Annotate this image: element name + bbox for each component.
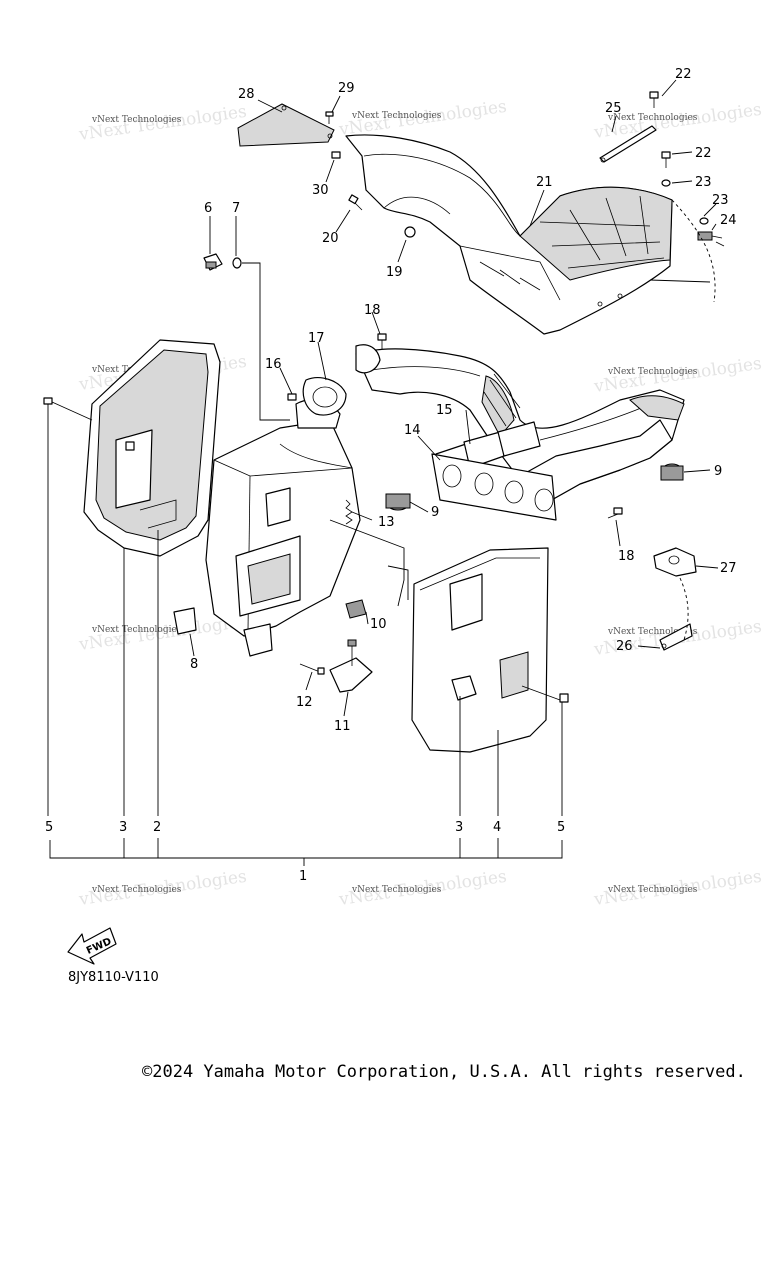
callout-11: 11 bbox=[334, 719, 351, 734]
callout-14: 14 bbox=[404, 423, 421, 438]
part-7-gasket bbox=[232, 257, 242, 269]
part-15-exhaust-pipe bbox=[355, 344, 685, 503]
part-12-bolt bbox=[299, 663, 325, 675]
part-6-plug bbox=[203, 253, 223, 271]
part-14-gasket bbox=[431, 453, 557, 521]
callout-9: 9 bbox=[431, 505, 439, 520]
watermark: vNext Technologies vNext Technologies bbox=[77, 867, 248, 910]
guide-line bbox=[649, 279, 711, 283]
part-28-heat-shield bbox=[237, 103, 335, 147]
svg-text:vNext Technologies: vNext Technologies bbox=[351, 111, 442, 121]
guide-line bbox=[329, 519, 405, 607]
part-25-stay bbox=[599, 125, 657, 163]
callout-28: 28 bbox=[238, 87, 255, 102]
guide-line bbox=[679, 577, 689, 641]
callout-7: 7 bbox=[232, 201, 240, 216]
part-17-gasket bbox=[302, 377, 347, 416]
guide-line bbox=[387, 565, 409, 600]
svg-text:vNext Technologies: vNext Technologies bbox=[607, 627, 698, 637]
callout-18: 18 bbox=[618, 549, 635, 564]
part-4-muffler-cover bbox=[411, 547, 549, 753]
callout-5: 5 bbox=[45, 820, 53, 835]
svg-text:vNext Technologies: vNext Technologies bbox=[91, 885, 182, 895]
svg-text:vNext Technologies: vNext Technologies bbox=[351, 885, 442, 895]
callout-21: 21 bbox=[536, 175, 553, 190]
part-16-bolt bbox=[287, 393, 297, 401]
part-21-exhaust-cover bbox=[345, 134, 673, 335]
callout-19: 19 bbox=[386, 265, 403, 280]
watermark: vNext Technologies vNext Technologies bbox=[337, 97, 508, 140]
part-20-bolt bbox=[348, 194, 363, 211]
callout-16: 16 bbox=[265, 357, 282, 372]
callout-6: 6 bbox=[204, 201, 212, 216]
callout-3: 3 bbox=[455, 820, 463, 835]
part-5-bolt bbox=[521, 685, 569, 703]
callout-3: 3 bbox=[119, 820, 127, 835]
callout-4: 4 bbox=[493, 820, 501, 835]
callout-20: 20 bbox=[322, 231, 339, 246]
callout-1: 1 bbox=[299, 869, 307, 884]
watermark: vNext Technologies vNext Technologies bbox=[337, 867, 508, 910]
callout-10: 10 bbox=[370, 617, 387, 632]
part-9-damper bbox=[385, 493, 411, 511]
part-22-bolt bbox=[661, 151, 671, 168]
watermark: vNext Technologies vNext Technologies bbox=[77, 102, 248, 145]
callout-15: 15 bbox=[436, 403, 453, 418]
leader-lines bbox=[47, 79, 719, 866]
callout-17: 17 bbox=[308, 331, 325, 346]
part-11-bracket bbox=[329, 639, 373, 693]
callout-24: 24 bbox=[720, 213, 737, 228]
part-19-nut bbox=[404, 226, 416, 238]
part-8-clamp bbox=[173, 607, 197, 635]
callout-12: 12 bbox=[296, 695, 313, 710]
callout-labels: 22 25 22 23 23 24 21 28 29 30 20 19 6 7 … bbox=[45, 67, 737, 884]
watermark: vNext Technologies vNext Technologies bbox=[592, 867, 763, 910]
part-29-bolt bbox=[325, 111, 334, 124]
part-30-nut bbox=[331, 151, 341, 159]
svg-text:vNext Technologies: vNext Technologies bbox=[91, 115, 182, 125]
callout-8: 8 bbox=[190, 657, 198, 672]
part-23-washer bbox=[661, 179, 671, 187]
callout-13: 13 bbox=[378, 515, 395, 530]
callout-9: 9 bbox=[714, 464, 722, 479]
callout-29: 29 bbox=[338, 81, 355, 96]
callout-22: 22 bbox=[695, 146, 712, 161]
svg-text:vNext Technologies: vNext Technologies bbox=[607, 113, 698, 123]
callout-23: 23 bbox=[695, 175, 712, 190]
part-5-bolt bbox=[43, 397, 93, 421]
fwd-arrow-icon: FWD bbox=[67, 927, 117, 965]
copyright-notice: ©2024 Yamaha Motor Corporation, U.S.A. A… bbox=[142, 1062, 746, 1082]
svg-text:vNext Technologies: vNext Technologies bbox=[91, 625, 182, 635]
callout-26: 26 bbox=[616, 639, 633, 654]
callout-2: 2 bbox=[153, 820, 161, 835]
part-22-bolt bbox=[649, 91, 659, 108]
callout-27: 27 bbox=[720, 561, 737, 576]
callout-25: 25 bbox=[605, 101, 622, 116]
part-27-bracket bbox=[653, 547, 697, 577]
svg-text:vNext Technologies: vNext Technologies bbox=[607, 367, 698, 377]
callout-23: 23 bbox=[712, 193, 729, 208]
callout-22: 22 bbox=[675, 67, 692, 82]
part-1-muffler bbox=[205, 399, 361, 657]
callout-30: 30 bbox=[312, 183, 329, 198]
guide-line bbox=[671, 199, 716, 303]
part-26-bolt bbox=[659, 623, 693, 651]
part-10-damper bbox=[345, 599, 367, 619]
part-9-damper bbox=[660, 463, 684, 481]
drawing-code: 8JY8110-V110 bbox=[68, 970, 159, 985]
part-23-washer bbox=[699, 217, 709, 225]
guide-line bbox=[242, 262, 290, 421]
svg-text:vNext Technologies: vNext Technologies bbox=[607, 885, 698, 895]
watermark: vNext Technologies vNext Technologies bbox=[592, 354, 763, 397]
callout-5: 5 bbox=[557, 820, 565, 835]
part-2-muffler-cover bbox=[83, 339, 221, 557]
part-18-bolt bbox=[607, 507, 623, 519]
callout-18: 18 bbox=[364, 303, 381, 318]
